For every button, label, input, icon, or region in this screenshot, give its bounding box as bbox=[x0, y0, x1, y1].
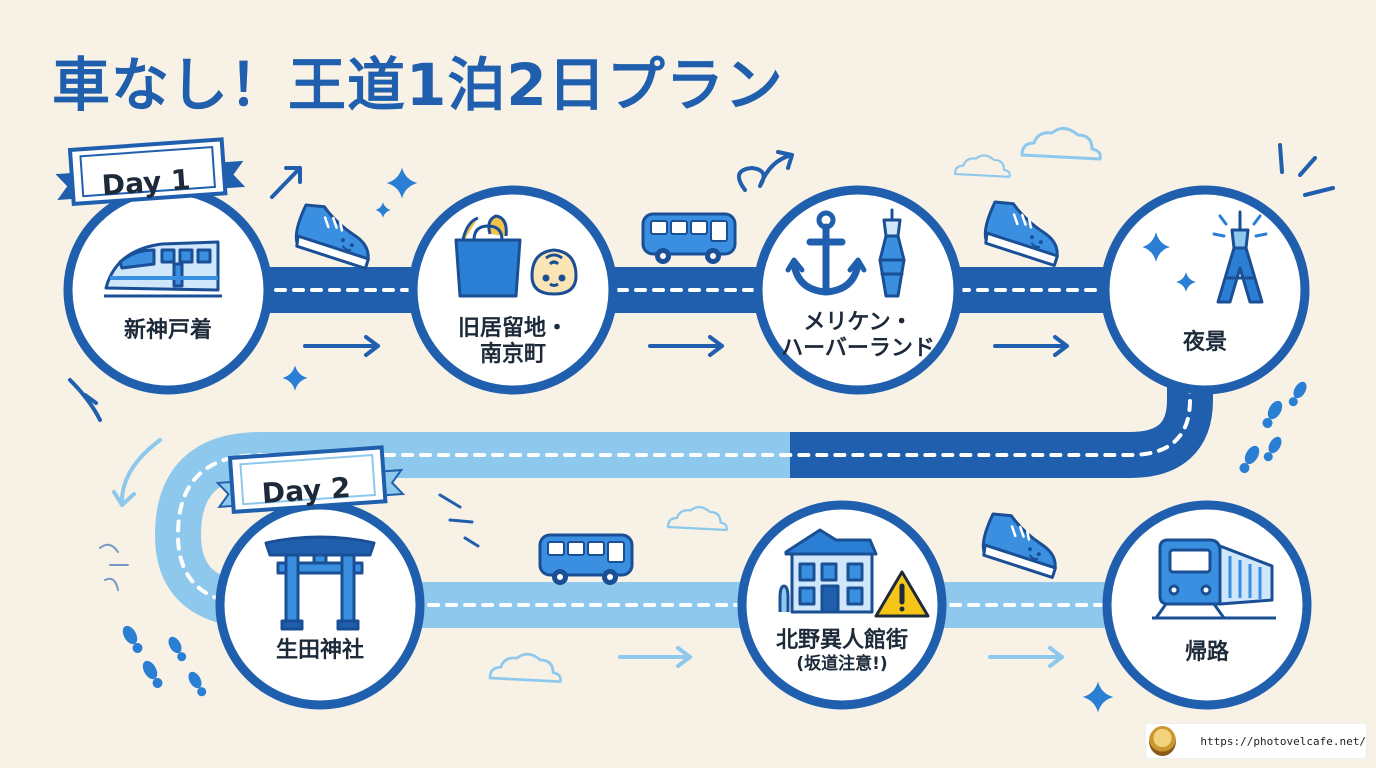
stop-name-line2: ハーバーランド bbox=[781, 336, 935, 362]
torii-gate-icon bbox=[264, 535, 376, 631]
western-house-warning-icon bbox=[778, 528, 930, 618]
stop-label-yakei: 夜景 bbox=[1183, 330, 1227, 356]
stop-name: 夜景 bbox=[1182, 330, 1228, 355]
stop-label-meriken: メリケン・ ハーバーランド bbox=[781, 310, 935, 363]
anchor-and-tower-icon bbox=[785, 208, 906, 298]
stop-label-kyukyoryuchi: 旧居留地・ 南京町 bbox=[458, 316, 568, 369]
stop-name: 北野異人館街 bbox=[775, 628, 909, 653]
stop-name: 旧居留地・ bbox=[457, 316, 569, 341]
day1-banner bbox=[55, 137, 246, 207]
direction-arrows bbox=[68, 150, 1069, 668]
walking-shoe-icon bbox=[977, 508, 1069, 579]
lit-tower-icon bbox=[1142, 210, 1268, 304]
day2-banner bbox=[215, 445, 406, 515]
site-logo-icon bbox=[1149, 726, 1177, 756]
day1-label: Day 1 bbox=[101, 163, 192, 202]
stop-circle-ikuta bbox=[215, 500, 425, 710]
walking-shoe-icon bbox=[290, 199, 382, 270]
decorations bbox=[99, 126, 1335, 713]
stop-name: 生田神社 bbox=[275, 638, 365, 663]
shinkansen-icon bbox=[104, 240, 222, 298]
stop-label-ikuta: 生田神社 bbox=[276, 638, 364, 664]
stop-label-shin-kobe: 新神戸着 bbox=[124, 318, 212, 344]
bus-icon bbox=[641, 212, 737, 266]
stop-name-line2: 南京町 bbox=[479, 342, 547, 368]
day2-label: Day 2 bbox=[261, 471, 352, 510]
stop-label-kitano: 北野異人館街 (坂道注意!) bbox=[776, 628, 908, 675]
stop-name: 新神戸着 bbox=[123, 318, 213, 343]
stop-circle-yakei bbox=[1100, 185, 1310, 395]
stop-label-kiro: 帰路 bbox=[1185, 640, 1229, 666]
stop-name: 帰路 bbox=[1184, 640, 1230, 665]
day1-road bbox=[148, 267, 1213, 478]
train-icon bbox=[1152, 538, 1276, 620]
stop-name: メリケン・ bbox=[803, 310, 913, 335]
shopping-bag-and-bun-icon bbox=[454, 214, 578, 298]
watermark: https://photovelcafe.net/ bbox=[1146, 724, 1366, 758]
walking-shoe-icon bbox=[979, 196, 1071, 267]
page-title: 車なし！王道1泊2日プラン bbox=[52, 51, 784, 119]
watermark-url: https://photovelcafe.net/ bbox=[1200, 734, 1366, 748]
stop-note: (坂道注意!) bbox=[796, 654, 888, 675]
bus-icon bbox=[538, 533, 634, 587]
